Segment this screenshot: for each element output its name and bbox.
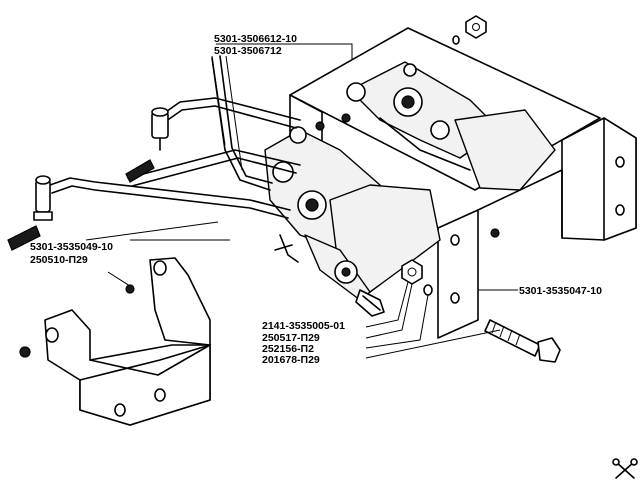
- label-cable-upper: 5301-3506612-10: [214, 33, 297, 45]
- label-nut: 250517-П29: [262, 332, 320, 344]
- wrench-logo-icon: [612, 458, 638, 479]
- cable-assembly: [7, 55, 301, 251]
- upper-valve-unit: [346, 61, 556, 191]
- part-labels: 5301-3506612-10 5301-3506712 5301-353504…: [30, 33, 602, 366]
- label-valve: 2141-3535005-01: [262, 320, 345, 332]
- leader-lines: [107, 43, 518, 359]
- fasteners: [401, 15, 561, 363]
- lower-valve-unit: [264, 126, 441, 317]
- label-cable-lower: 5301-3506712: [214, 45, 282, 57]
- label-left-nut: 250510-П29: [30, 254, 88, 266]
- label-left-bracket: 5301-3535049-10: [30, 241, 113, 253]
- left-mounting-bracket: [19, 257, 211, 426]
- label-washer: 252156-П2: [262, 343, 314, 355]
- label-bolt: 201678-П29: [262, 354, 320, 366]
- label-bracket-right: 5301-3535047-10: [519, 285, 602, 297]
